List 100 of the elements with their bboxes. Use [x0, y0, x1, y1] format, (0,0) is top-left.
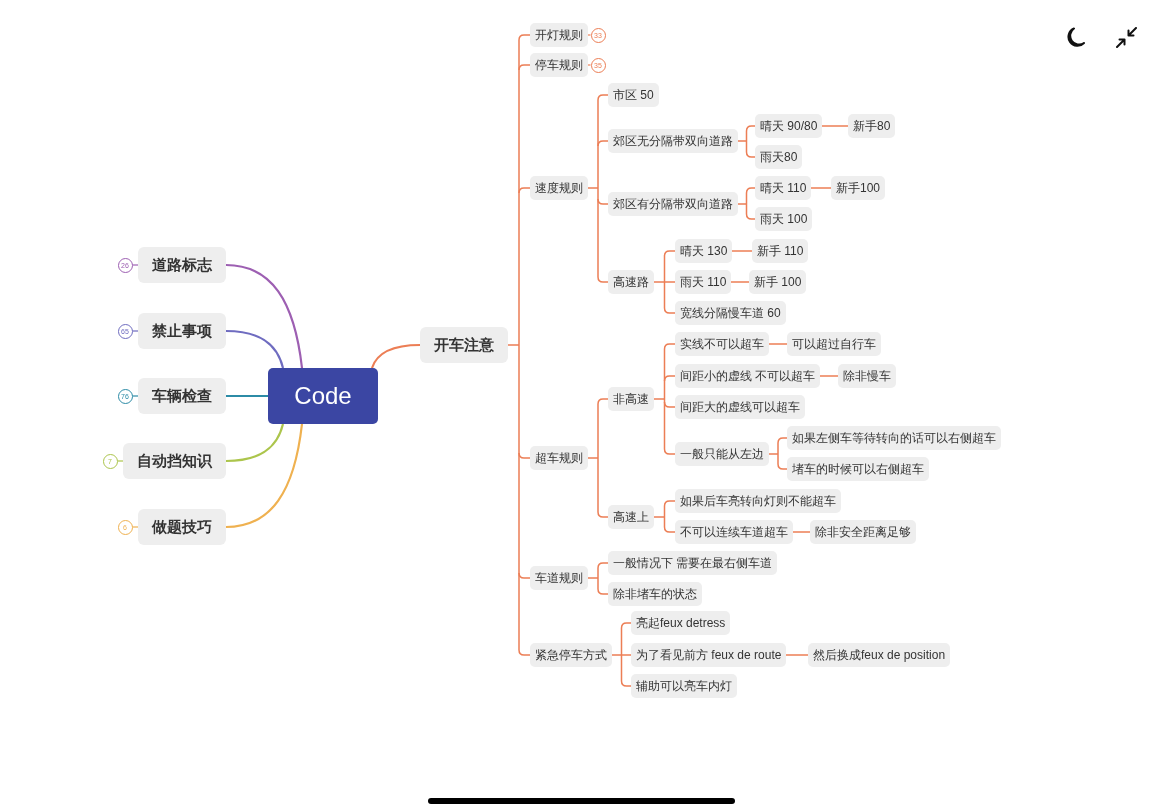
- branch-line: [777, 463, 788, 470]
- branch-line: [587, 403, 599, 513]
- topic-box: 做题技巧: [138, 509, 226, 545]
- branch-line: [587, 99, 599, 278]
- branch-line: [768, 442, 779, 465]
- branch-line: [116, 460, 124, 462]
- branch-line: [620, 622, 632, 629]
- subtopic-box: 郊区有分隔带双向道路: [608, 192, 738, 216]
- subtopic-box: 晴天 110: [755, 176, 812, 200]
- branch-line: [737, 130, 748, 153]
- topic-box: 道路标志: [138, 247, 226, 283]
- branch-line: [745, 125, 756, 132]
- branch-line: [597, 94, 609, 101]
- subtopic-box: 新手 110: [752, 239, 809, 263]
- central-topic-box: Code: [268, 368, 378, 424]
- subtopic-box: 然后换成feux de position: [808, 643, 951, 667]
- subtopic-box: 晴天 130: [675, 239, 733, 263]
- branch-line: [745, 151, 756, 158]
- branch-line: [768, 343, 788, 345]
- branch-line: [131, 330, 139, 332]
- branch-line: [597, 588, 609, 595]
- subtopic-box: 郊区无分隔带双向道路: [608, 129, 738, 153]
- branch-line: [745, 187, 756, 194]
- subtopic-box: 为了看见前方 feux de route: [631, 643, 787, 667]
- subtopic-box: 新手 100: [749, 270, 807, 294]
- subtopic-box: 堵车的时候可以右侧超车: [787, 457, 929, 481]
- subtopic-box: 雨天 110: [675, 270, 732, 294]
- topic-box: 开车注意: [420, 327, 508, 363]
- subtopic-box: 一般只能从左边: [675, 442, 769, 466]
- subtopic-box: 亮起feux detress: [631, 611, 731, 635]
- subtopic-box: 辅助可以亮车内灯: [631, 674, 737, 698]
- subtopic-box: 雨天 100: [755, 207, 813, 231]
- branch-line: [785, 654, 809, 656]
- branch-line: [620, 680, 632, 687]
- subtopic-box: 如果后车亮转向灯则不能超车: [675, 489, 841, 513]
- branch-line: [518, 34, 531, 41]
- branch-line: [226, 394, 268, 398]
- subtopic-box: 停车规则: [530, 53, 588, 77]
- branch-line: [131, 526, 139, 528]
- branch-line: [819, 375, 839, 377]
- subtopic-box: 一般情况下 需要在最右侧车道: [608, 551, 778, 575]
- subtopic-box: 实线不可以超车: [675, 332, 769, 356]
- branch-line: [730, 281, 750, 283]
- branch-line: [131, 395, 139, 397]
- branch-line: [731, 250, 753, 252]
- subtopic-box: 车道规则: [530, 566, 588, 590]
- subtopic-box: 除非堵车的状态: [608, 582, 702, 606]
- branch-line: [777, 437, 788, 444]
- subtopic-box: 市区 50: [608, 83, 659, 107]
- topic-box: 自动挡知识: [123, 443, 226, 479]
- branch-line: [131, 264, 139, 266]
- branch-line: [518, 64, 531, 71]
- subtopic-box: 宽线分隔慢车道 60: [675, 301, 786, 325]
- branch-line: [518, 452, 531, 459]
- topic-box: 禁止事项: [138, 313, 226, 349]
- branch-line: [663, 343, 676, 350]
- branch-line: [653, 348, 666, 450]
- branch-line: [597, 398, 609, 405]
- subtopic-box: 不可以连续车道超车: [675, 520, 793, 544]
- branch-line: [620, 654, 632, 656]
- branch-line: [663, 307, 676, 314]
- subtopic-box: 间距小的虚线 不可以超车: [675, 364, 821, 388]
- branch-line: [653, 505, 666, 528]
- branch-line: [587, 64, 592, 66]
- branch-line: [611, 627, 623, 682]
- branch-line: [663, 375, 676, 382]
- subtopic-box: 高速路: [608, 270, 654, 294]
- branch-line: [225, 263, 304, 369]
- branch-line: [597, 562, 609, 569]
- branch-line: [663, 448, 676, 455]
- branch-line: [792, 531, 811, 533]
- subtopic-box: 高速上: [608, 505, 654, 529]
- branch-line: [810, 187, 832, 189]
- branch-line: [663, 401, 676, 408]
- subtopic-box: 新手80: [848, 114, 896, 138]
- branch-line: [663, 281, 676, 283]
- subtopic-box: 速度规则: [530, 176, 588, 200]
- branch-line: [518, 187, 531, 194]
- branch-line: [663, 250, 676, 257]
- subtopic-box: 除非安全距离足够: [810, 520, 916, 544]
- branch-line: [597, 511, 609, 518]
- subtopic-box: 紧急停车方式: [530, 643, 612, 667]
- branch-line: [225, 423, 304, 529]
- branch-line: [518, 649, 531, 656]
- branch-line: [653, 255, 666, 309]
- branch-line: [587, 34, 592, 36]
- subtopic-box: 新手100: [831, 176, 886, 200]
- branch-line: [518, 572, 531, 579]
- subtopic-box: 间距大的虚线可以超车: [675, 395, 805, 419]
- branch-line: [587, 567, 599, 590]
- subtopic-box: 超车规则: [530, 446, 588, 470]
- branch-line: [821, 125, 849, 127]
- branch-line: [225, 423, 285, 463]
- subtopic-box: 除非慢车: [838, 364, 896, 388]
- topic-box: 车辆检查: [138, 378, 226, 414]
- branch-line: [507, 39, 520, 651]
- branch-line: [370, 343, 421, 369]
- subtopic-box: 如果左侧车等待转向的话可以右侧超车: [787, 426, 1001, 450]
- branch-line: [737, 192, 748, 215]
- subtopic-box: 晴天 90/80: [755, 114, 823, 138]
